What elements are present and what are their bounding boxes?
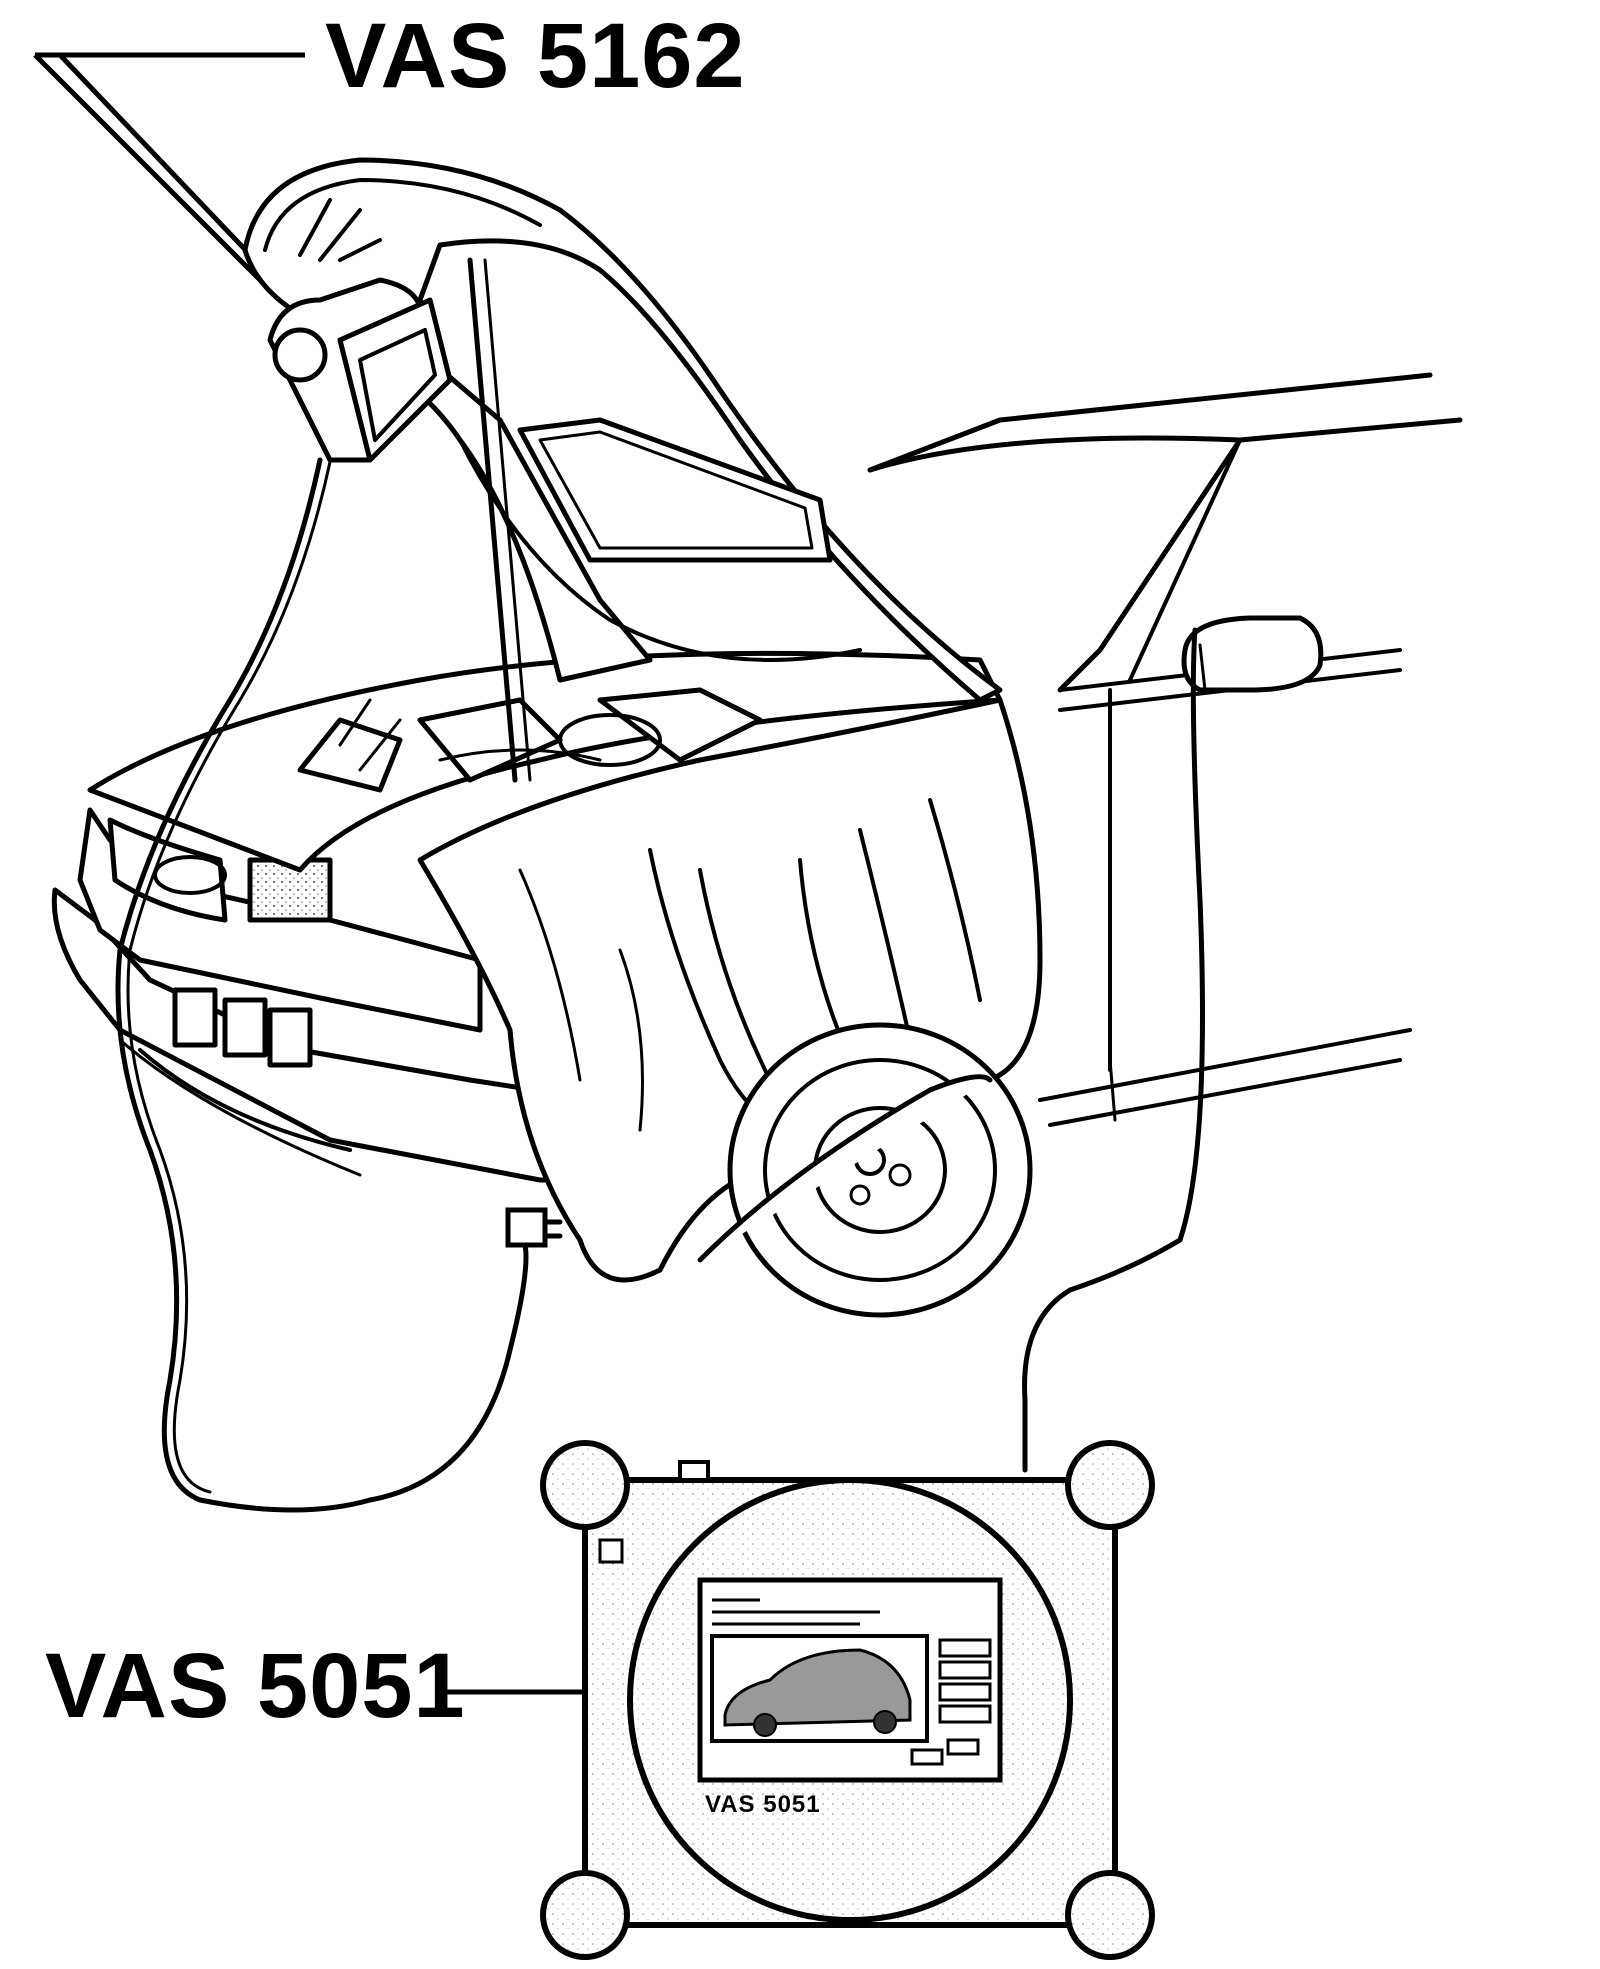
callout-leader-top: [33, 52, 305, 292]
tester-caster-bottom-right: [1065, 1870, 1155, 1960]
tester-caster-bottom-left: [540, 1870, 630, 1960]
tester-screen: [697, 1577, 1003, 1783]
tester-caster-top-left: [540, 1440, 630, 1530]
tester-caster-top-right: [1065, 1440, 1155, 1530]
tester-screen-car-icon: [723, 1648, 912, 1727]
car-body: [51, 157, 1463, 1318]
callout-vas-5051: VAS 5051: [45, 1635, 466, 1737]
callout-vas-5162: VAS 5162: [325, 5, 746, 107]
diagnostic-cables: [115, 457, 1205, 1513]
tester-screen-caption: VAS 5051: [705, 1791, 821, 1818]
vas-5051-tester: [540, 1440, 1155, 1960]
